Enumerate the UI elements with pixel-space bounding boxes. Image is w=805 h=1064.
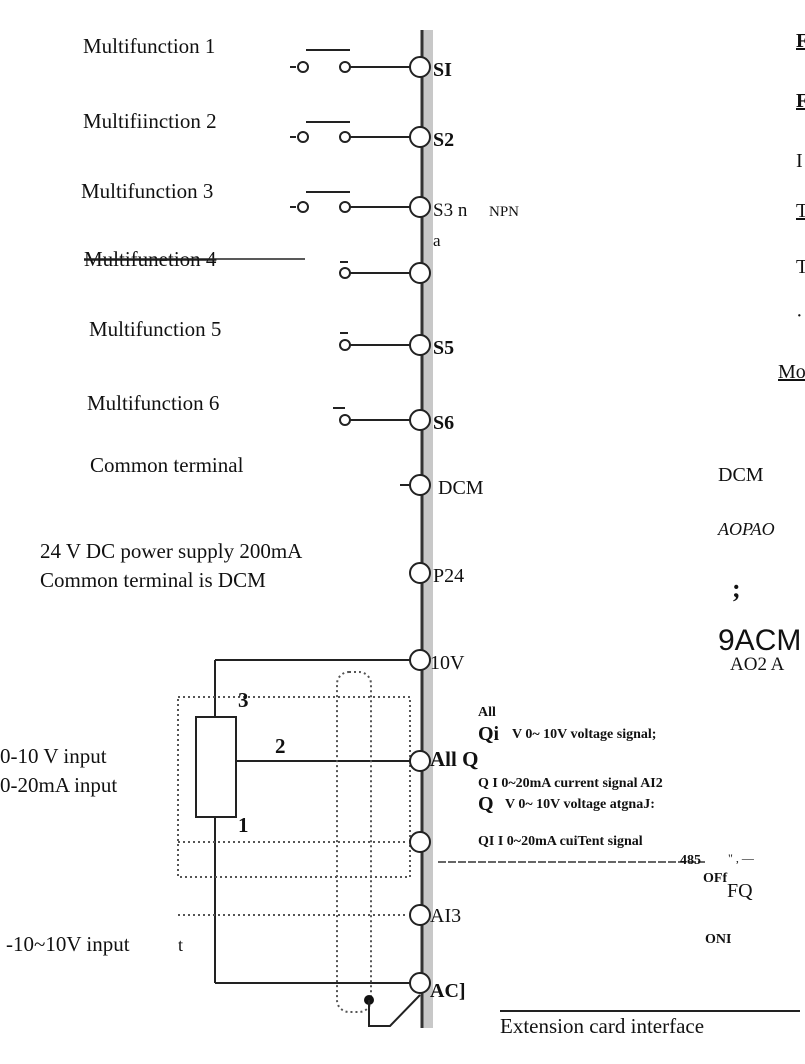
note-ai2-v: V 0~ 10V voltage atgnaJ: bbox=[505, 797, 655, 812]
note-ai1-q: Qi bbox=[478, 723, 500, 745]
label-fq: FQ bbox=[727, 880, 753, 902]
right-label-ao2: AO2 A bbox=[730, 654, 785, 675]
label-common: Common terminal bbox=[90, 453, 244, 477]
switch-s1 bbox=[290, 49, 410, 73]
pot-pin-2: 2 bbox=[275, 734, 286, 758]
label-mf3: Multifunction 3 bbox=[81, 179, 213, 203]
terminal-s1: SI bbox=[433, 59, 452, 81]
switch-on-label: ONI bbox=[705, 932, 731, 947]
label-p24-2: Common terminal is DCM bbox=[40, 568, 266, 592]
switch-s2 bbox=[290, 121, 410, 143]
right-label-semicolon: ; bbox=[732, 574, 741, 603]
switch-s5 bbox=[339, 332, 410, 351]
right-label-dcm: DCM bbox=[718, 464, 764, 486]
ground-wire bbox=[368, 994, 421, 1027]
terminal-s3-a: a bbox=[433, 231, 441, 250]
label-in2: 0-20mA input bbox=[0, 773, 117, 797]
potentiometer bbox=[195, 659, 410, 984]
label-in3-mark: t bbox=[178, 935, 183, 955]
note-ai2-q: Q bbox=[478, 793, 494, 815]
pot-pin-3: 3 bbox=[238, 688, 249, 712]
label-mf6: Multifunction 6 bbox=[87, 391, 219, 415]
terminal-dcm: DCM bbox=[438, 477, 484, 499]
right-label-1: F bbox=[796, 30, 805, 52]
note-ai1-i: Q I 0~20mA current signal AI2 bbox=[478, 776, 663, 791]
extension-card-label: Extension card interface bbox=[500, 1014, 704, 1038]
terminal-s3: S3 n bbox=[433, 200, 468, 221]
terminal-s6: S6 bbox=[433, 412, 454, 434]
label-mf5: Multifunction 5 bbox=[89, 317, 221, 341]
pot-pin-1: 1 bbox=[238, 813, 249, 837]
shield-box bbox=[177, 696, 411, 878]
terminal-s2: S2 bbox=[433, 129, 454, 151]
terminal-p24: P24 bbox=[433, 565, 464, 587]
switch-s6 bbox=[333, 407, 410, 426]
right-label-5: T bbox=[796, 256, 805, 278]
label-in1: 0-10 V input bbox=[0, 744, 107, 768]
label-mf2: Multifiinction 2 bbox=[83, 109, 217, 133]
terminal-10v: 10V bbox=[430, 652, 465, 674]
terminal-s3-npn: NPN bbox=[489, 204, 519, 220]
label-p24-1: 24 V DC power supply 200mA bbox=[40, 539, 303, 563]
terminal-ai1: All Q bbox=[430, 747, 478, 771]
shield-cable bbox=[336, 671, 372, 1013]
right-label-3: I bbox=[796, 150, 803, 172]
label-mf1: Multifunction 1 bbox=[83, 34, 215, 58]
right-label-acm: 9ACM bbox=[718, 624, 801, 657]
switch-s4 bbox=[339, 261, 410, 279]
label-485-tail: " , — bbox=[728, 851, 755, 865]
terminal-s5: S5 bbox=[433, 337, 454, 359]
note-ai1-head: All bbox=[478, 705, 496, 720]
terminal-acm: AC] bbox=[430, 980, 466, 1002]
note-ai2-i: QI I 0~20mA cuiTent signal bbox=[478, 834, 643, 849]
note-ai1-v: V 0~ 10V voltage signal; bbox=[512, 727, 656, 742]
right-label-6: · bbox=[796, 305, 803, 327]
terminal-ai3: AI3 bbox=[430, 905, 461, 927]
terminal-circles bbox=[409, 56, 431, 994]
label-in3: -10~10V input bbox=[6, 932, 130, 956]
right-label-4: T bbox=[796, 200, 805, 222]
switch-off-label: OFf bbox=[703, 871, 727, 886]
label-485: 485 bbox=[680, 853, 701, 868]
switch-s3 bbox=[290, 191, 410, 213]
right-label-ao1: AOPAO bbox=[717, 519, 775, 539]
right-label-mo: Mo bbox=[778, 361, 805, 383]
right-label-2: F bbox=[796, 90, 805, 112]
